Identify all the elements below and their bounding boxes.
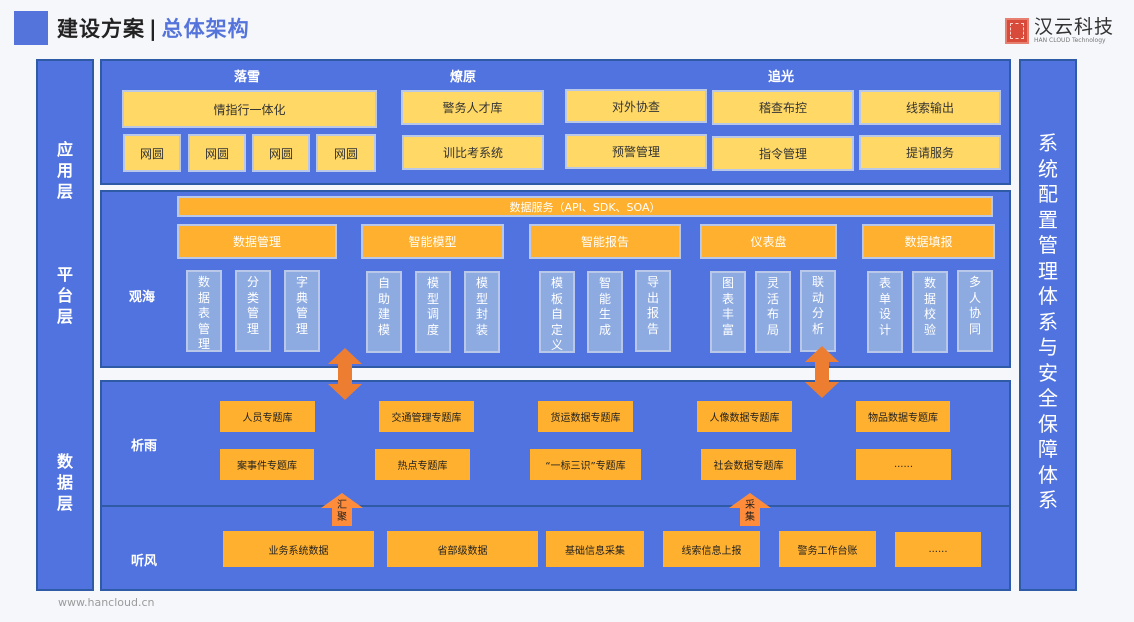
feature-label: 联动分析	[811, 275, 824, 336]
feature-label: 智能生成	[598, 276, 611, 337]
converge-arrow: 汇聚	[321, 493, 363, 526]
feature-label: 字典管理	[295, 275, 308, 336]
data-service-bar[interactable]: 数据服务（API、SDK、SOA）	[177, 196, 993, 217]
header-accent-square	[14, 11, 48, 45]
group-title-liaoyuan: 燎原	[450, 70, 477, 85]
source-item[interactable]: 基础信息采集	[546, 531, 644, 567]
app-item-clue-output[interactable]: 线索输出	[859, 90, 1001, 125]
feature-box[interactable]: 联动分析	[800, 270, 836, 352]
app-item-qingzhixing[interactable]: 情指行一体化	[122, 90, 377, 128]
topic-db-item[interactable]: 人像数据专题库	[697, 401, 792, 432]
module-smart-report[interactable]: 智能报告	[529, 224, 681, 259]
feature-label: 模型封装	[475, 276, 488, 337]
source-item[interactable]: 省部级数据	[387, 531, 538, 567]
feature-box[interactable]: 表单设计	[867, 271, 903, 353]
security-system-label: 系统配置管理体系与安全保障体系	[1038, 131, 1058, 512]
double-arrow-icon	[805, 346, 839, 398]
feature-label: 模板自定义	[550, 276, 563, 352]
feature-box[interactable]: 数据表管理	[186, 270, 222, 352]
group-title-zhuiguang: 追光	[768, 70, 795, 85]
feature-label: 自助建模	[377, 276, 390, 337]
xiyu-name: 析雨	[131, 439, 158, 454]
feature-label: 数据校验	[923, 276, 936, 337]
feature-box[interactable]: 数据校验	[912, 271, 948, 353]
module-smart-model[interactable]: 智能模型	[361, 224, 504, 259]
source-item[interactable]: 线索信息上报	[663, 531, 760, 567]
feature-box[interactable]: 模型封装	[464, 271, 500, 353]
app-item-police-talent[interactable]: 警务人才库	[401, 90, 544, 125]
feature-box[interactable]: 导出报告	[635, 270, 671, 352]
feature-box[interactable]: 字典管理	[284, 270, 320, 352]
company-logo: 汉云科技 HAN CLOUD Technology	[1005, 16, 1114, 46]
platform-name: 观海	[129, 290, 156, 305]
tingfeng-name: 听风	[131, 554, 158, 569]
collect-arrow: 采集	[729, 493, 771, 526]
feature-box[interactable]: 模型调度	[415, 271, 451, 353]
logo-name-en: HAN CLOUD Technology	[1034, 37, 1106, 44]
topic-db-item[interactable]: 人员专题库	[220, 401, 315, 432]
title-main: 建设方案	[57, 17, 145, 41]
feature-box[interactable]: 智能生成	[587, 271, 623, 353]
up-arrow-icon	[729, 493, 771, 526]
source-item[interactable]: ......	[895, 532, 981, 567]
topic-db-item[interactable]: 案事件专题库	[220, 449, 314, 480]
page-title: 建设方案|总体架构	[57, 13, 250, 43]
app-item-wangyuan[interactable]: 网圆	[123, 134, 181, 172]
feature-label: 导出报告	[646, 275, 659, 336]
double-arrow-icon	[328, 348, 362, 400]
source-item[interactable]: 警务工作台账	[779, 531, 876, 567]
feature-box[interactable]: 图表丰富	[710, 271, 746, 353]
feature-box[interactable]: 灵活布局	[755, 271, 791, 353]
logo-name-cn: 汉云科技	[1034, 16, 1115, 38]
group-title-luoxue: 落雪	[234, 70, 261, 85]
topic-db-item[interactable]: “一标三识”专题库	[530, 449, 641, 480]
feature-box[interactable]: 自助建模	[366, 271, 402, 353]
up-arrow-icon	[321, 493, 363, 526]
app-item-inspection-control[interactable]: 稽查布控	[712, 90, 854, 125]
module-data-fill[interactable]: 数据填报	[862, 224, 995, 259]
topic-db-item[interactable]: 货运数据专题库	[538, 401, 633, 432]
layer-label-data: 数据层	[56, 452, 73, 513]
app-item-external-check[interactable]: 对外协查	[565, 89, 707, 123]
app-item-training-exam[interactable]: 训比考系统	[402, 135, 544, 170]
app-item-request-service[interactable]: 提请服务	[859, 135, 1001, 170]
security-system-column: 系统配置管理体系与安全保障体系	[1019, 59, 1077, 591]
title-sub: 总体架构	[161, 17, 250, 41]
topic-db-item[interactable]: 热点专题库	[375, 449, 470, 480]
feature-label: 图表丰富	[721, 276, 734, 337]
topic-db-item[interactable]: 社会数据专题库	[701, 449, 796, 480]
topic-db-item[interactable]: 交通管理专题库	[379, 401, 474, 432]
layer-label-platform: 平台层	[56, 265, 73, 326]
application-layer-panel: 落雪 情指行一体化 网圆 网圆 网圆 网圆 燎原 警务人才库 训比考系统 追光 …	[100, 59, 1011, 185]
module-data-management[interactable]: 数据管理	[177, 224, 337, 259]
seal-icon	[1005, 18, 1029, 44]
topic-db-item[interactable]: ......	[856, 449, 951, 480]
app-item-command-mgmt[interactable]: 指令管理	[712, 136, 854, 171]
feature-label: 分类管理	[246, 275, 259, 336]
feature-label: 模型调度	[426, 276, 439, 337]
module-dashboard[interactable]: 仪表盘	[700, 224, 837, 259]
source-item[interactable]: 业务系统数据	[223, 531, 374, 567]
app-item-wangyuan[interactable]: 网圆	[188, 134, 246, 172]
app-item-wangyuan[interactable]: 网圆	[252, 134, 310, 172]
feature-box[interactable]: 模板自定义	[539, 271, 575, 353]
data-layer-divider	[102, 505, 1009, 507]
feature-label: 数据表管理	[197, 275, 210, 351]
platform-layer-panel: 观海 数据服务（API、SDK、SOA） 数据管理 智能模型 智能报告 仪表盘 …	[100, 190, 1011, 368]
footer-url[interactable]: www.hancloud.cn	[58, 596, 155, 609]
title-separator: |	[149, 17, 158, 41]
feature-box[interactable]: 多人协同	[957, 270, 993, 352]
converge-label: 汇聚	[337, 500, 347, 523]
collect-label: 采集	[745, 500, 755, 523]
data-layer-panel: 析雨 人员专题库 交通管理专题库 货运数据专题库 人像数据专题库 物品数据专题库…	[100, 380, 1011, 591]
feature-box[interactable]: 分类管理	[235, 270, 271, 352]
feature-label: 多人协同	[968, 275, 981, 336]
topic-db-item[interactable]: 物品数据专题库	[856, 401, 950, 432]
layer-label-application: 应用层	[56, 140, 73, 201]
feature-label: 灵活布局	[766, 276, 779, 337]
feature-label: 表单设计	[878, 276, 891, 337]
app-item-warning-mgmt[interactable]: 预警管理	[565, 134, 707, 169]
app-item-wangyuan[interactable]: 网圆	[316, 134, 376, 172]
layer-label-column: 应用层 平台层 数据层	[36, 59, 94, 591]
